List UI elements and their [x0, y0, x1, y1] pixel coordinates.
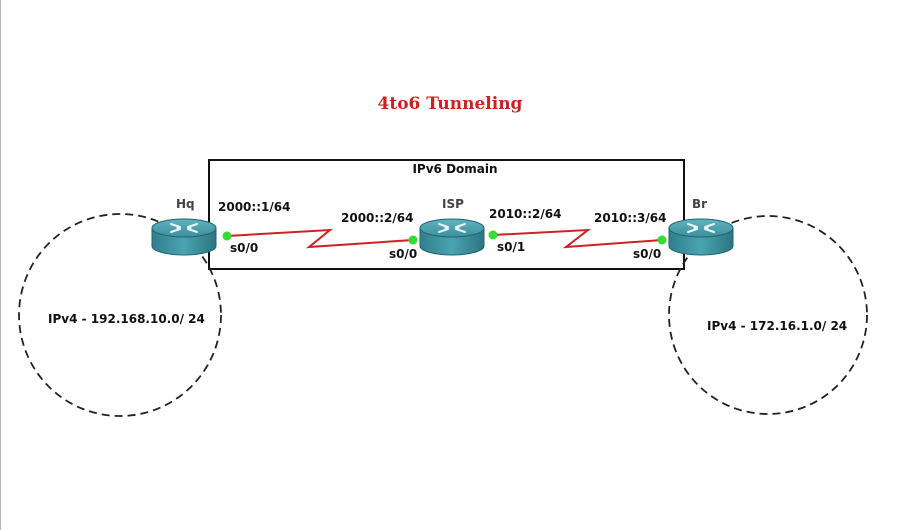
network-label-hq: IPv4 - 192.168.10.0/ 24: [48, 312, 205, 326]
address-label-isp-s0-1: 2010::2/64: [489, 207, 562, 221]
interface-dot-isp-s0-0: [408, 235, 418, 245]
address-label-hq-s0-0: 2000::1/64: [218, 200, 291, 214]
ipv6-domain-box: [208, 159, 685, 270]
interface-label-isp-s0-0: s0/0: [389, 247, 418, 261]
network-circle-br: [668, 215, 868, 415]
diagram-title: 4to6 Tunneling: [377, 94, 523, 114]
router-label-br: Br: [692, 197, 708, 211]
router-br[interactable]: [668, 218, 734, 256]
address-label-br-s0-0: 2010::3/64: [594, 211, 667, 225]
serial-link-isp-br: [492, 228, 663, 249]
serial-link-hq-isp: [226, 228, 414, 249]
canvas-border: [0, 0, 1, 530]
network-circle-hq: [18, 213, 222, 417]
address-label-isp-s0-0: 2000::2/64: [341, 211, 414, 225]
router-label-isp: ISP: [442, 197, 464, 211]
router-isp[interactable]: [419, 218, 485, 256]
interface-label-br-s0-0: s0/0: [633, 247, 662, 261]
interface-dot-br-s0-0: [657, 235, 667, 245]
ipv6-domain-label: IPv6 Domain: [412, 162, 498, 176]
interface-label-hq-s0-0: s0/0: [230, 241, 259, 255]
interface-dot-isp-s0-1: [488, 230, 498, 240]
router-hq[interactable]: [151, 218, 217, 256]
interface-dot-hq-s0-0: [222, 231, 232, 241]
router-label-hq: Hq: [176, 197, 195, 211]
network-label-br: IPv4 - 172.16.1.0/ 24: [707, 319, 848, 333]
interface-label-isp-s0-1: s0/1: [497, 240, 526, 254]
